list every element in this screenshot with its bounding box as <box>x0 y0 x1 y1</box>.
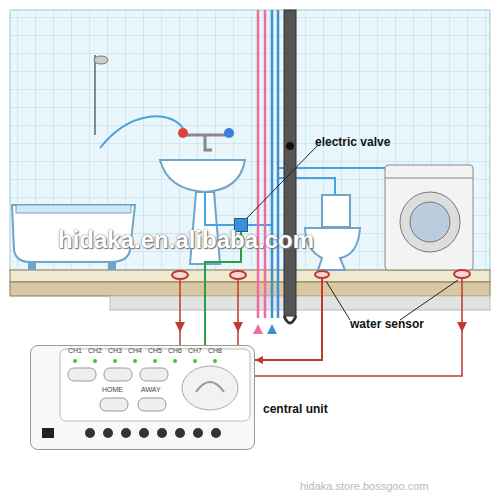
flow-arrow <box>253 324 263 334</box>
panel-label: CH2 <box>88 347 102 354</box>
unit-body <box>30 345 255 450</box>
watermark: hidaka.store.bossgoo.com <box>300 480 428 492</box>
terminal <box>175 428 185 438</box>
washing-machine <box>385 165 473 270</box>
unit-button <box>100 398 128 411</box>
bathtub-leg <box>108 262 116 270</box>
shower-hose <box>100 116 183 148</box>
floor-slab <box>10 282 490 296</box>
led <box>113 359 117 363</box>
bathtub-leg <box>28 262 36 270</box>
water-sensor: water sensor <box>314 270 330 279</box>
unit-speaker-grille <box>196 382 224 392</box>
flow-arrow <box>267 324 277 334</box>
sink-basin <box>160 160 245 192</box>
leader-line <box>246 145 318 219</box>
led <box>73 359 77 363</box>
cold-riser <box>277 10 280 318</box>
terminal <box>121 428 131 438</box>
wire-arrow <box>457 322 467 332</box>
ceiling-void <box>110 296 490 310</box>
terminal <box>139 428 149 438</box>
cold-riser <box>271 10 274 318</box>
panel-label: CH8 <box>208 347 222 354</box>
washer-glass <box>410 202 450 242</box>
unit-button <box>140 368 168 381</box>
unit-button <box>104 368 132 381</box>
wire-arrow <box>175 322 185 332</box>
led <box>133 359 137 363</box>
unit-button <box>138 398 166 411</box>
drain-stack <box>284 10 296 316</box>
hot-riser <box>264 10 267 318</box>
cold-knob <box>224 128 234 138</box>
led <box>213 359 217 363</box>
sensor-symbol <box>230 271 246 279</box>
panel-label: CH4 <box>128 347 142 354</box>
signal-wire <box>255 279 322 364</box>
panel-label: CH6 <box>168 347 182 354</box>
water-pipe <box>205 192 234 225</box>
terminal <box>157 428 167 438</box>
toilet-tank <box>322 195 350 227</box>
sensor-wire <box>179 279 181 345</box>
wire-line <box>255 279 322 360</box>
sensor-wire <box>255 278 462 376</box>
central-unit: central unit <box>30 345 255 450</box>
terminal <box>211 428 221 438</box>
callout-label: central unit <box>263 402 328 416</box>
bathtub-rim <box>16 205 131 213</box>
shower-head <box>94 56 108 64</box>
led <box>153 359 157 363</box>
leader-line <box>400 280 458 320</box>
unit-speaker <box>182 366 238 410</box>
drain-trap <box>284 316 296 323</box>
unit-button <box>68 368 96 381</box>
panel-label: CH5 <box>148 347 162 354</box>
led <box>193 359 197 363</box>
washer-panel <box>385 178 473 179</box>
power-switch <box>42 428 54 438</box>
leader-line <box>326 281 350 320</box>
watermark: hidaka.en.alibaba.com <box>58 226 314 254</box>
panel-label: CH1 <box>68 347 82 354</box>
tiled-wall <box>10 10 490 272</box>
hot-riser <box>257 10 260 318</box>
terminal <box>85 428 95 438</box>
leader-dot <box>286 142 294 150</box>
panel-label: CH3 <box>108 347 122 354</box>
callout-label: electric valve <box>315 135 390 149</box>
led <box>173 359 177 363</box>
led <box>93 359 97 363</box>
shower-rail <box>94 55 96 135</box>
terminal <box>103 428 113 438</box>
sensor-symbol <box>172 271 188 279</box>
callout-label: water sensor <box>350 317 424 331</box>
washer-door <box>400 192 460 252</box>
panel-label: HOME <box>102 386 123 393</box>
panel-label: CH7 <box>188 347 202 354</box>
arrow-head <box>255 356 263 364</box>
floor-top <box>10 270 490 282</box>
sensor-wire <box>237 279 239 345</box>
panel-label: AWAY <box>141 386 161 393</box>
water-pipe <box>248 224 272 226</box>
sensor-symbol <box>454 270 470 278</box>
hot-knob <box>178 128 188 138</box>
faucet-spout <box>205 135 212 150</box>
terminal <box>193 428 203 438</box>
wire-arrow <box>233 322 243 332</box>
unit-panel <box>60 349 250 421</box>
